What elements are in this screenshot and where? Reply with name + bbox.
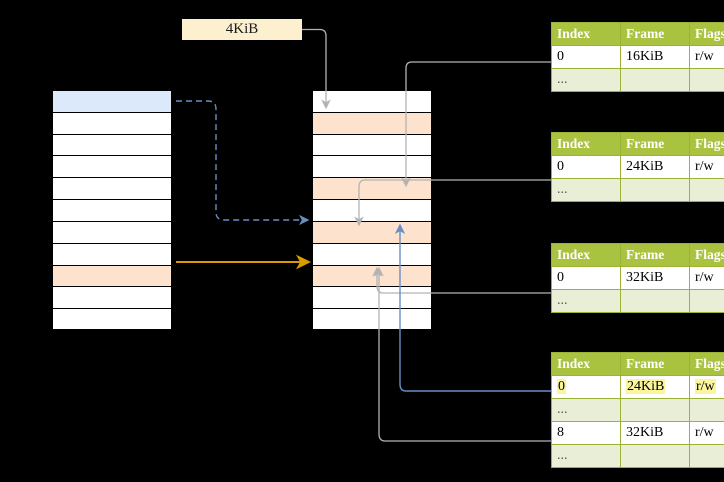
table4-r3-index: ... xyxy=(551,444,621,468)
physical-row-10 xyxy=(312,308,432,330)
table2-r0-index: 0 xyxy=(551,155,621,179)
table2-r1-index: ... xyxy=(551,178,621,202)
table-row[interactable]: ... xyxy=(551,178,724,202)
virtual-row-9 xyxy=(52,286,172,309)
page-table-level-4: Index Frame Flags 0 24KiB r/w ... 8 32Ki… xyxy=(551,352,724,468)
physical-row-5 xyxy=(312,199,432,221)
table2-header-frame: Frame xyxy=(620,132,690,156)
table4-r0-index: 0 xyxy=(551,375,621,399)
table4-r2-index: 8 xyxy=(551,421,621,445)
table3-header-flags: Flags xyxy=(689,243,724,267)
physical-row-7 xyxy=(312,242,432,265)
table4-header-flags: Flags xyxy=(689,352,724,376)
table4-r3-flags xyxy=(689,444,724,468)
table3-header-index: Index xyxy=(551,243,621,267)
table-row[interactable]: 0 16KiB r/w xyxy=(551,45,724,69)
table-row[interactable]: ... xyxy=(551,68,724,92)
page-table-level-2: Index Frame Flags 0 24KiB r/w ... xyxy=(551,132,724,202)
physical-row-3 xyxy=(312,155,432,178)
physical-row-0 xyxy=(312,90,432,112)
virtual-row-7 xyxy=(52,242,172,265)
table1-r0-frame: 16KiB xyxy=(620,45,690,69)
page-table-level-1: Index Frame Flags 0 16KiB r/w ... xyxy=(551,22,724,92)
table3-r0-frame: 32KiB xyxy=(620,266,690,290)
physical-row-6 xyxy=(312,220,432,243)
table2-r1-flags xyxy=(689,178,724,202)
table2-r0-flags: r/w xyxy=(689,155,724,179)
page-size-label: 4KiB xyxy=(182,19,302,40)
page-table-level-3: Index Frame Flags 0 32KiB r/w ... xyxy=(551,243,724,313)
table2-r1-frame xyxy=(620,178,690,202)
table-row[interactable]: ... xyxy=(551,398,724,422)
table2-r0-frame: 24KiB xyxy=(620,155,690,179)
physical-row-8 xyxy=(312,264,432,287)
physical-row-4 xyxy=(312,177,432,200)
table1-header-index: Index xyxy=(551,22,621,46)
table3-r0-flags: r/w xyxy=(689,266,724,290)
table1-r0-flags: r/w xyxy=(689,45,724,69)
table3-r0-index: 0 xyxy=(551,266,621,290)
table3-r1-index: ... xyxy=(551,289,621,313)
virtual-row-8 xyxy=(52,264,172,287)
virtual-row-1 xyxy=(52,111,172,134)
virtual-row-5 xyxy=(52,199,172,221)
table4-r0-frame-value: 24KiB xyxy=(626,379,666,394)
virtual-row-10 xyxy=(52,308,172,330)
table2-header-index: Index xyxy=(551,132,621,156)
virtual-row-3 xyxy=(52,155,172,178)
table3-r1-frame xyxy=(620,289,690,313)
table1-header-flags: Flags xyxy=(689,22,724,46)
table4-r1-index: ... xyxy=(551,398,621,422)
table-row[interactable]: 0 32KiB r/w xyxy=(551,266,724,290)
table-row[interactable]: 0 24KiB r/w xyxy=(551,375,724,399)
table4-r2-flags: r/w xyxy=(689,421,724,445)
table4-r3-frame xyxy=(620,444,690,468)
table4-r0-index-value: 0 xyxy=(557,379,566,394)
virtual-row-6 xyxy=(52,220,172,243)
virtual-memory-column xyxy=(52,90,172,330)
table4-r2-frame: 32KiB xyxy=(620,421,690,445)
table-row[interactable]: 0 24KiB r/w xyxy=(551,155,724,179)
physical-row-2 xyxy=(312,133,432,156)
table4-header-index: Index xyxy=(551,352,621,376)
table-row[interactable]: ... xyxy=(551,444,724,468)
table3-header-frame: Frame xyxy=(620,243,690,267)
table4-r0-frame: 24KiB xyxy=(620,375,690,399)
table4-r0-flags: r/w xyxy=(689,375,724,399)
table3-r1-flags xyxy=(689,289,724,313)
table4-header-frame: Frame xyxy=(620,352,690,376)
virtual-row-0 xyxy=(52,90,172,112)
table2-header-flags: Flags xyxy=(689,132,724,156)
table-row[interactable]: 8 32KiB r/w xyxy=(551,421,724,445)
wire-virtual-blue-dashed xyxy=(176,100,310,226)
table1-r1-index: ... xyxy=(551,68,621,92)
table-row[interactable]: ... xyxy=(551,289,724,313)
virtual-row-2 xyxy=(52,133,172,156)
table1-r1-flags xyxy=(689,68,724,92)
physical-row-1 xyxy=(312,111,432,134)
table4-r0-flags-value: r/w xyxy=(695,379,716,394)
table1-r0-index: 0 xyxy=(551,45,621,69)
virtual-row-4 xyxy=(52,177,172,200)
physical-row-9 xyxy=(312,286,432,309)
physical-memory-column xyxy=(312,90,432,330)
table4-r1-frame xyxy=(620,398,690,422)
table4-r1-flags xyxy=(689,398,724,422)
table1-r1-frame xyxy=(620,68,690,92)
table1-header-frame: Frame xyxy=(620,22,690,46)
